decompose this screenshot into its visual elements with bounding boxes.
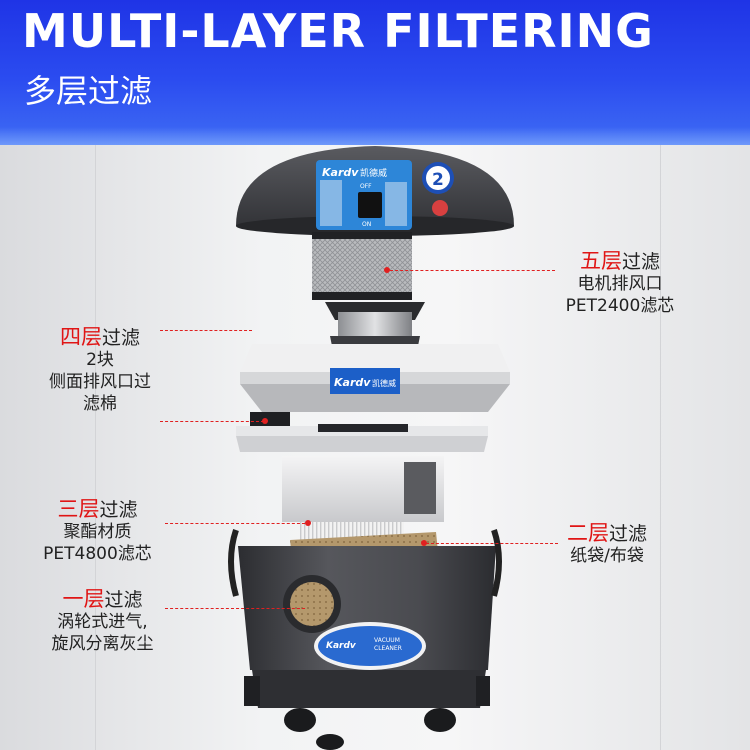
sticker-logo: Kardv [326, 641, 357, 651]
callout-line-layer2 [426, 543, 558, 544]
layer3-heading: 过滤 [99, 499, 138, 521]
layer1-line1: 涡轮式进气, [57, 612, 148, 632]
callout-line-layer4-bottom [160, 421, 264, 422]
layer3-line2: PET4800滤芯 [43, 544, 152, 564]
layer4-label: 四层过滤 2块 侧面排风口过 滤棉 [45, 326, 155, 415]
switch-off-label: OFF [360, 183, 372, 190]
layer2-heading: 过滤 [608, 523, 647, 545]
wall-seam [660, 145, 661, 750]
badge-number: 2 [432, 170, 444, 190]
layer1-line2: 旋风分离灰尘 [51, 634, 154, 654]
panel-logo: Kardv [322, 166, 359, 179]
layer3-line1: 聚酯材质 [63, 522, 132, 542]
title-chinese: 多层过滤 [24, 72, 153, 110]
plate-logo: Kardv [334, 376, 371, 389]
layer2-line1: 纸袋/布袋 [570, 546, 644, 566]
wall-seam [95, 145, 96, 750]
plate-logo-cn: 凯德威 [372, 378, 396, 388]
layer1-label: 一层过滤 涡轮式进气, 旋风分离灰尘 [40, 588, 165, 655]
title-english: MULTI-LAYER FILTERING [22, 4, 654, 58]
layer4-line3: 滤棉 [83, 394, 117, 414]
layer4-line2: 侧面排风口过 [49, 372, 151, 392]
callout-line-layer1 [165, 608, 305, 609]
layer5-line1: 电机排风口 [577, 274, 663, 294]
header-glow [0, 127, 750, 145]
layer5-heading: 过滤 [621, 251, 660, 273]
layer3-label: 三层过滤 聚酯材质 PET4800滤芯 [30, 498, 165, 565]
layer5-line2: PET2400滤芯 [565, 296, 675, 316]
layer4-heading-red: 四层 [59, 325, 102, 349]
layer2-label: 二层过滤 纸袋/布袋 [552, 522, 662, 567]
layer1-heading: 过滤 [104, 589, 143, 611]
layer3-heading-red: 三层 [57, 497, 100, 521]
callout-line-layer5 [390, 270, 555, 271]
layer4-line1: 2块 [86, 350, 114, 370]
sticker-cleaner: CLEANER [374, 645, 402, 652]
layer4-heading: 过滤 [101, 327, 140, 349]
layer5-label: 五层过滤 电机排风口 PET2400滤芯 [545, 250, 695, 317]
header-banner: MULTI-LAYER FILTERING 多层过滤 [0, 0, 750, 145]
callout-line-layer4-top [160, 330, 252, 331]
layer2-heading-red: 二层 [566, 521, 609, 545]
panel-logo-cn: 凯德威 [360, 167, 387, 179]
layer5-heading-red: 五层 [579, 249, 622, 273]
switch-on-label: ON [362, 221, 371, 228]
sticker-vacuum: VACUUM [374, 637, 400, 644]
callout-line-layer3 [165, 523, 305, 524]
layer1-heading-red: 一层 [62, 587, 105, 611]
